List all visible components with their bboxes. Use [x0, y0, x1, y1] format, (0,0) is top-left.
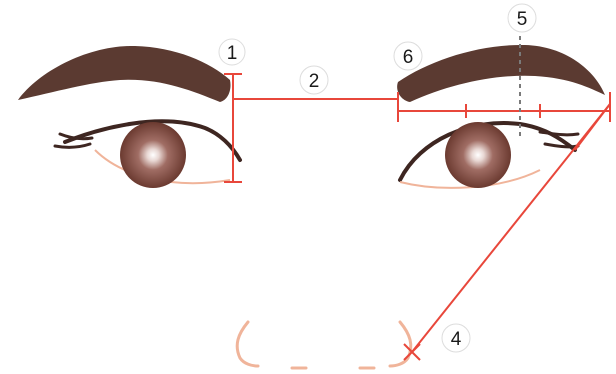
nose-outline: [237, 322, 411, 368]
guide-line-6: [398, 92, 610, 122]
left-eyebrow: [18, 46, 231, 102]
right-eyebrow: [397, 45, 605, 102]
label-5: 5: [508, 4, 536, 32]
label-2: 2: [300, 66, 328, 94]
left-eye: [55, 121, 240, 188]
label-1-text: 1: [227, 43, 238, 64]
label-4-text: 4: [451, 329, 462, 350]
label-5-text: 5: [517, 9, 528, 30]
label-4: 4: [442, 324, 470, 352]
label-6-text: 6: [403, 47, 414, 68]
label-6: 6: [394, 42, 422, 70]
label-1: 1: [219, 39, 245, 65]
label-2-text: 2: [309, 71, 320, 92]
